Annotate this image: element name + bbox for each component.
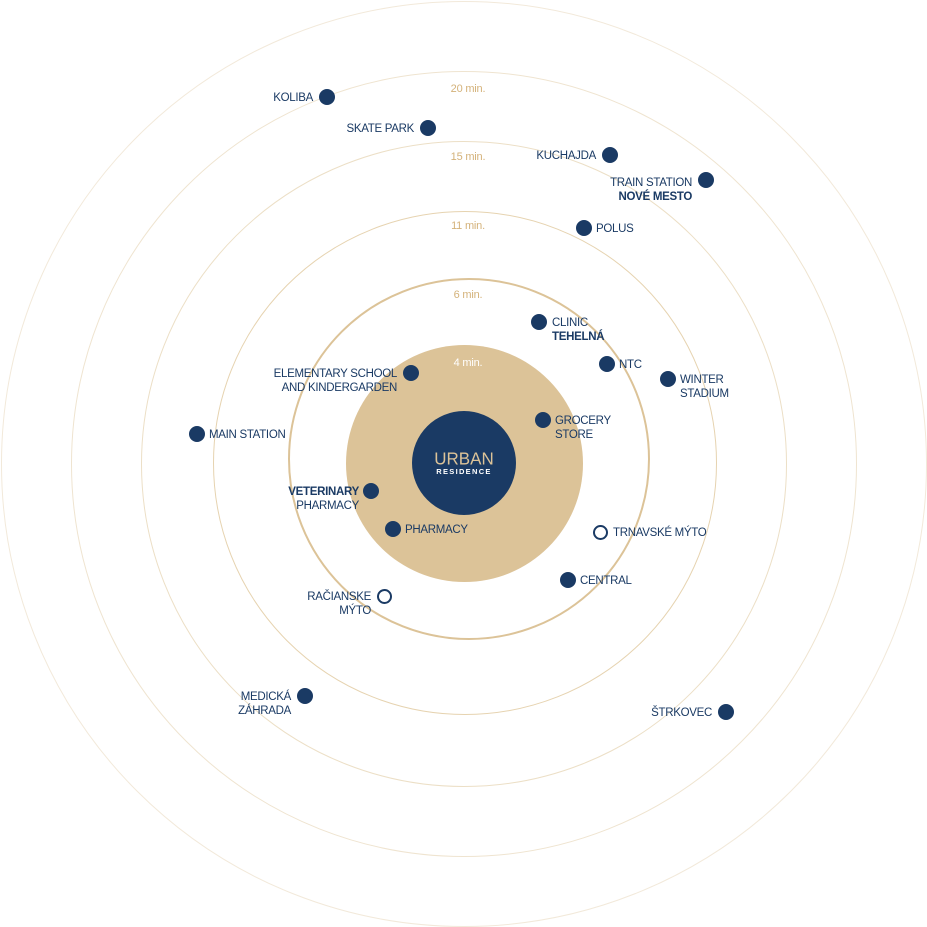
marker-racianske-myto[interactable]: [377, 589, 392, 604]
label-strkovec: ŠTRKOVEC: [651, 707, 712, 719]
label-elementary-school: ELEMENTARY SCHOOL AND KINDERGARDEN: [273, 368, 398, 394]
label-pharmacy: PHARMACY: [405, 524, 468, 536]
marker-medicka-zahrada[interactable]: [297, 688, 313, 704]
marker-train-station[interactable]: [698, 172, 714, 188]
ring-label-11min: 11 min.: [451, 220, 485, 232]
logo-top-text: URBAN: [434, 448, 494, 468]
marker-grocery-store[interactable]: [535, 412, 551, 428]
label-winter-stadium: WINTER STADIUM: [680, 374, 729, 400]
marker-skate-park[interactable]: [420, 120, 436, 136]
marker-central[interactable]: [560, 572, 576, 588]
ring-label-15min: 15 min.: [450, 151, 486, 163]
marker-polus[interactable]: [576, 220, 592, 236]
label-train-station: TRAIN STATION NOVÉ MESTO: [610, 177, 692, 203]
marker-clinic[interactable]: [531, 314, 547, 330]
marker-trnavske-myto[interactable]: [593, 525, 608, 540]
ring-label-6min: 6 min.: [453, 289, 483, 301]
label-clinic: CLINIC TEHELNÁ: [552, 317, 605, 343]
marker-kuchajda[interactable]: [602, 147, 618, 163]
marker-koliba[interactable]: [319, 89, 335, 105]
marker-elementary-school[interactable]: [403, 365, 419, 381]
label-veterinary-pharmacy: VETERINARY PHARMACY: [288, 486, 359, 512]
label-koliba: KOLIBA: [273, 92, 313, 104]
ring-outer-2: [71, 71, 857, 857]
ring-label-20min: 20 min.: [450, 83, 486, 95]
ring-6min: [288, 278, 650, 640]
label-ntc: NTC: [619, 359, 642, 371]
marker-ntc[interactable]: [599, 356, 615, 372]
label-grocery-store: GROCERY STORE: [555, 415, 611, 441]
label-medicka-zahrada: MEDICKÁ ZÁHRADA: [238, 691, 291, 717]
label-trnavske-myto: TRNAVSKÉ MÝTO: [613, 527, 707, 539]
logo-bottom-text: RESIDENCE: [436, 466, 492, 476]
marker-winter-stadium[interactable]: [660, 371, 676, 387]
ring-11min: [213, 211, 717, 715]
urban-residence-logo: URBAN RESIDENCE: [412, 411, 516, 515]
marker-strkovec[interactable]: [718, 704, 734, 720]
label-kuchajda: KUCHAJDA: [536, 150, 596, 162]
marker-main-station[interactable]: [189, 426, 205, 442]
marker-veterinary-pharmacy[interactable]: [363, 483, 379, 499]
label-racianske-myto: RAČIANSKE MÝTO: [307, 591, 371, 617]
marker-pharmacy[interactable]: [385, 521, 401, 537]
ring-outer-3: [141, 141, 787, 787]
ring-label-4min: 4 min.: [453, 357, 483, 369]
label-central: CENTRAL: [580, 575, 632, 587]
label-polus: POLUS: [596, 223, 634, 235]
label-main-station: MAIN STATION: [209, 429, 286, 441]
label-skate-park: SKATE PARK: [346, 123, 414, 135]
